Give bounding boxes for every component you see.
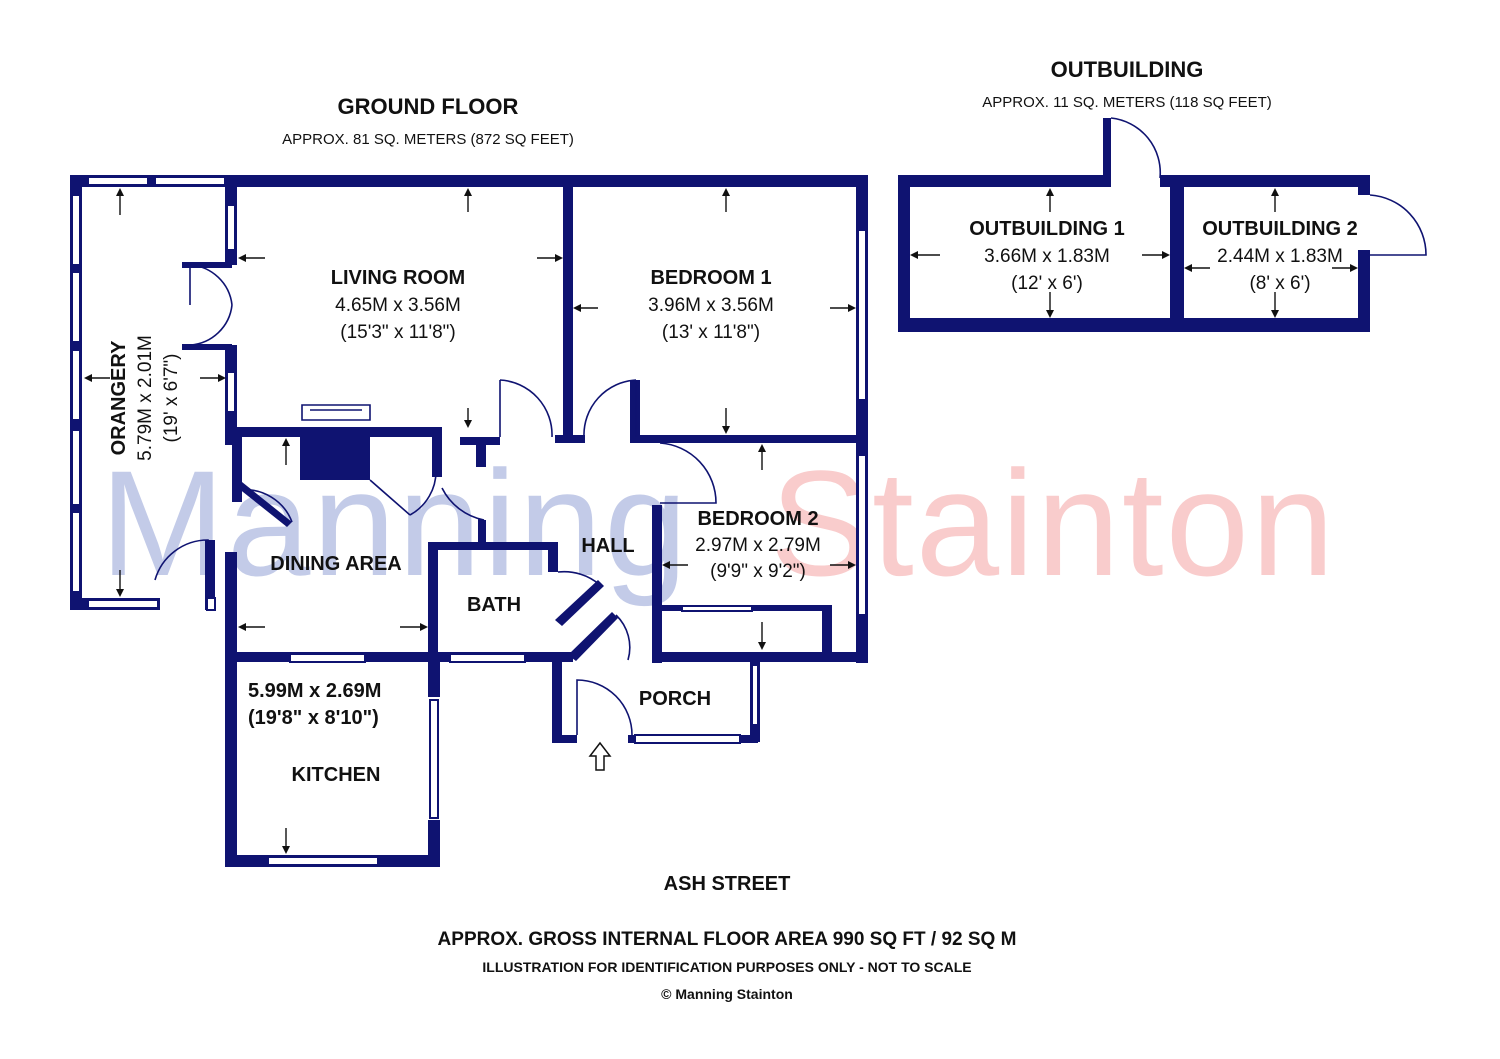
- bath-label: BATH: [467, 594, 521, 616]
- bedroom1-imperial: (13' x 11'8"): [662, 322, 760, 343]
- gross-area-label: APPROX. GROSS INTERNAL FLOOR AREA 990 SQ…: [438, 929, 1017, 950]
- bedroom2-metric: 2.97M x 2.79M: [695, 535, 821, 556]
- dining-area-label: DINING AREA: [270, 553, 401, 575]
- disclaimer-label: ILLUSTRATION FOR IDENTIFICATION PURPOSES…: [482, 959, 971, 975]
- ground-floor-area: APPROX. 81 SQ. METERS (872 SQ FEET): [282, 131, 574, 148]
- orangery-imperial: (19' x 6'7"): [161, 354, 182, 443]
- street-label: ASH STREET: [664, 873, 791, 895]
- orangery-metric: 5.79M x 2.01M: [135, 335, 156, 461]
- outbuilding-title: OUTBUILDING: [1051, 57, 1204, 82]
- porch-label: PORCH: [639, 688, 711, 710]
- outbuilding1-metric: 3.66M x 1.83M: [984, 246, 1110, 267]
- bedroom2-label: BEDROOM 2: [697, 508, 818, 530]
- outbuilding-arrows: [910, 188, 1358, 318]
- living-room-label: LIVING ROOM: [331, 267, 465, 289]
- outbuilding-walls: [898, 117, 1427, 332]
- doors: [154, 264, 717, 736]
- outbuilding1-label: OUTBUILDING 1: [969, 218, 1125, 240]
- copyright-label: © Manning Stainton: [661, 986, 793, 1002]
- bedroom2-imperial: (9'9" x 9'2"): [710, 561, 806, 582]
- dimension-arrows: [84, 188, 856, 854]
- watermark-stainton: Stainton: [770, 439, 1336, 607]
- orangery-text-group: ORANGERY 5.79M x 2.01M (19' x 6'7"): [108, 335, 182, 461]
- kitchen-label: KITCHEN: [292, 764, 381, 786]
- hall-label: HALL: [581, 535, 634, 557]
- living-room-metric: 4.65M x 3.56M: [335, 295, 461, 316]
- entrance-arrow-icon: [588, 741, 612, 771]
- kitchen-imperial: (19'8" x 8'10"): [248, 707, 379, 729]
- outbuilding-area: APPROX. 11 SQ. METERS (118 SQ FEET): [982, 94, 1272, 111]
- living-room-imperial: (15'3" x 11'8"): [340, 322, 455, 343]
- bedroom1-metric: 3.96M x 3.56M: [648, 295, 774, 316]
- outbuilding2-imperial: (8' x 6'): [1249, 273, 1310, 294]
- orangery-label: ORANGERY: [108, 340, 130, 455]
- ground-floor-title: GROUND FLOOR: [338, 94, 519, 119]
- windows: [71, 176, 867, 866]
- outbuilding1-imperial: (12' x 6'): [1011, 273, 1083, 294]
- watermark-manning: Manning: [100, 439, 689, 607]
- outbuilding2-metric: 2.44M x 1.83M: [1217, 246, 1343, 267]
- kitchen-metric: 5.99M x 2.69M: [248, 680, 381, 702]
- outbuilding2-label: OUTBUILDING 2: [1202, 218, 1358, 240]
- bedroom1-label: BEDROOM 1: [650, 267, 771, 289]
